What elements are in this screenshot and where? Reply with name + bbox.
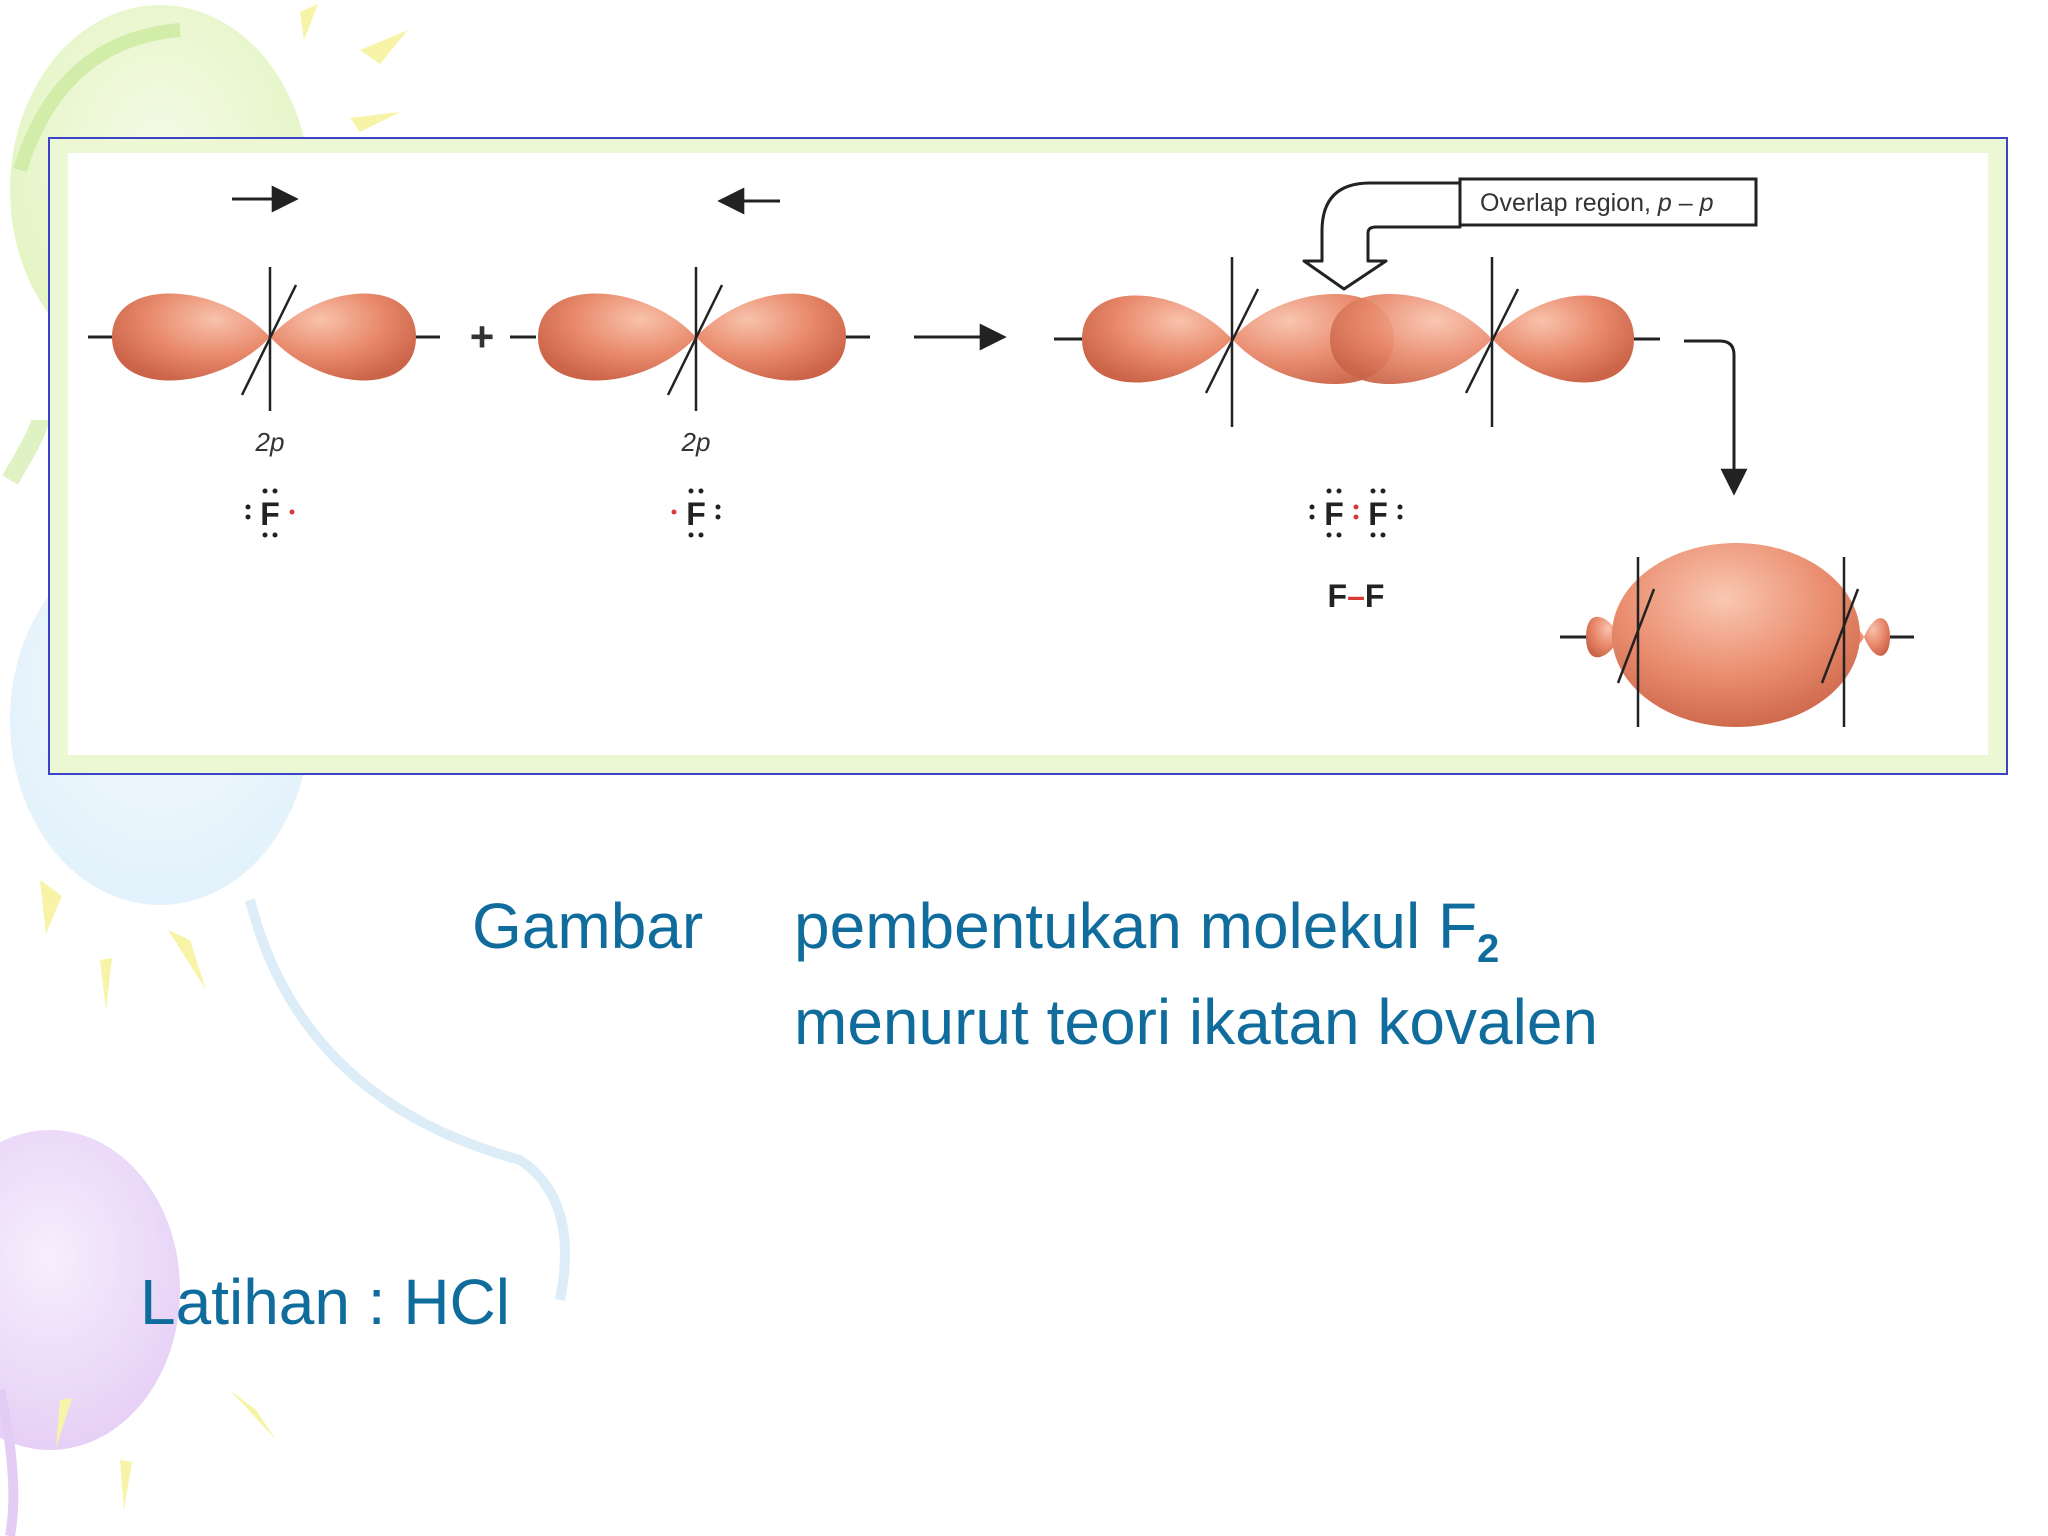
bond-f-left: F [1328,578,1348,614]
lewis-f-atom-right: F [671,488,721,538]
lewis-molecule-f-left: F [1324,496,1344,532]
lewis-molecule-f-right: F [1368,496,1388,532]
bond-formula: F–F [1328,578,1385,614]
lewis-f-left: F [260,496,280,532]
lewis-f-atom-left: F [245,488,295,538]
right-2p-lobe-b [696,293,846,381]
left-2p-lobe-a [112,293,270,381]
purple-balloon [0,1130,180,1536]
yellow-rays [40,4,408,1510]
svg-text:Overlap region, p – p: Overlap region, p – p [1480,189,1714,217]
overlap-callout: Overlap region, p – p [1302,177,1758,291]
left-2p-lobe-b [270,293,416,381]
f2-orbital-overlap-diagram: + [88,177,1914,727]
left-2p-orbital [88,185,440,411]
label-2p-right: 2p [681,427,711,457]
exercise-text: Latihan : HCl [140,1266,510,1338]
caption-line-2: menurut teori ikatan kovalen [794,986,1598,1058]
callout-text: Overlap region, [1480,189,1658,217]
bond-f-right: F [1365,578,1385,614]
overlapping-orbitals [1054,257,1660,427]
sigma-bond-lobe [1612,543,1860,727]
caption-word: Gambar [472,890,704,962]
callout-p2: p [1699,189,1714,217]
right-2p-orbital [510,187,870,411]
lewis-f2-molecule: F F [1309,488,1403,538]
plus-sign: + [470,313,495,360]
right-2p-lobe-a [538,293,696,381]
lewis-f-right: F [686,496,706,532]
caption-subscript: 2 [1477,927,1500,971]
label-2p-left: 2p [255,427,285,457]
callout-p1: p [1657,189,1672,217]
callout-dash: – [1672,189,1700,217]
sigma-bond-orbital [1560,543,1914,727]
caption-line-1-text: pembentukan molekul F [794,890,1478,962]
result-arrow [1684,339,1748,496]
orbital-figure: + [48,137,2008,775]
caption-line-1: pembentukan molekul F2 [794,894,1499,969]
figure-panel: + [68,153,1988,755]
callout-hollow-arrow [1302,181,1462,291]
bond-dash: – [1347,578,1365,614]
